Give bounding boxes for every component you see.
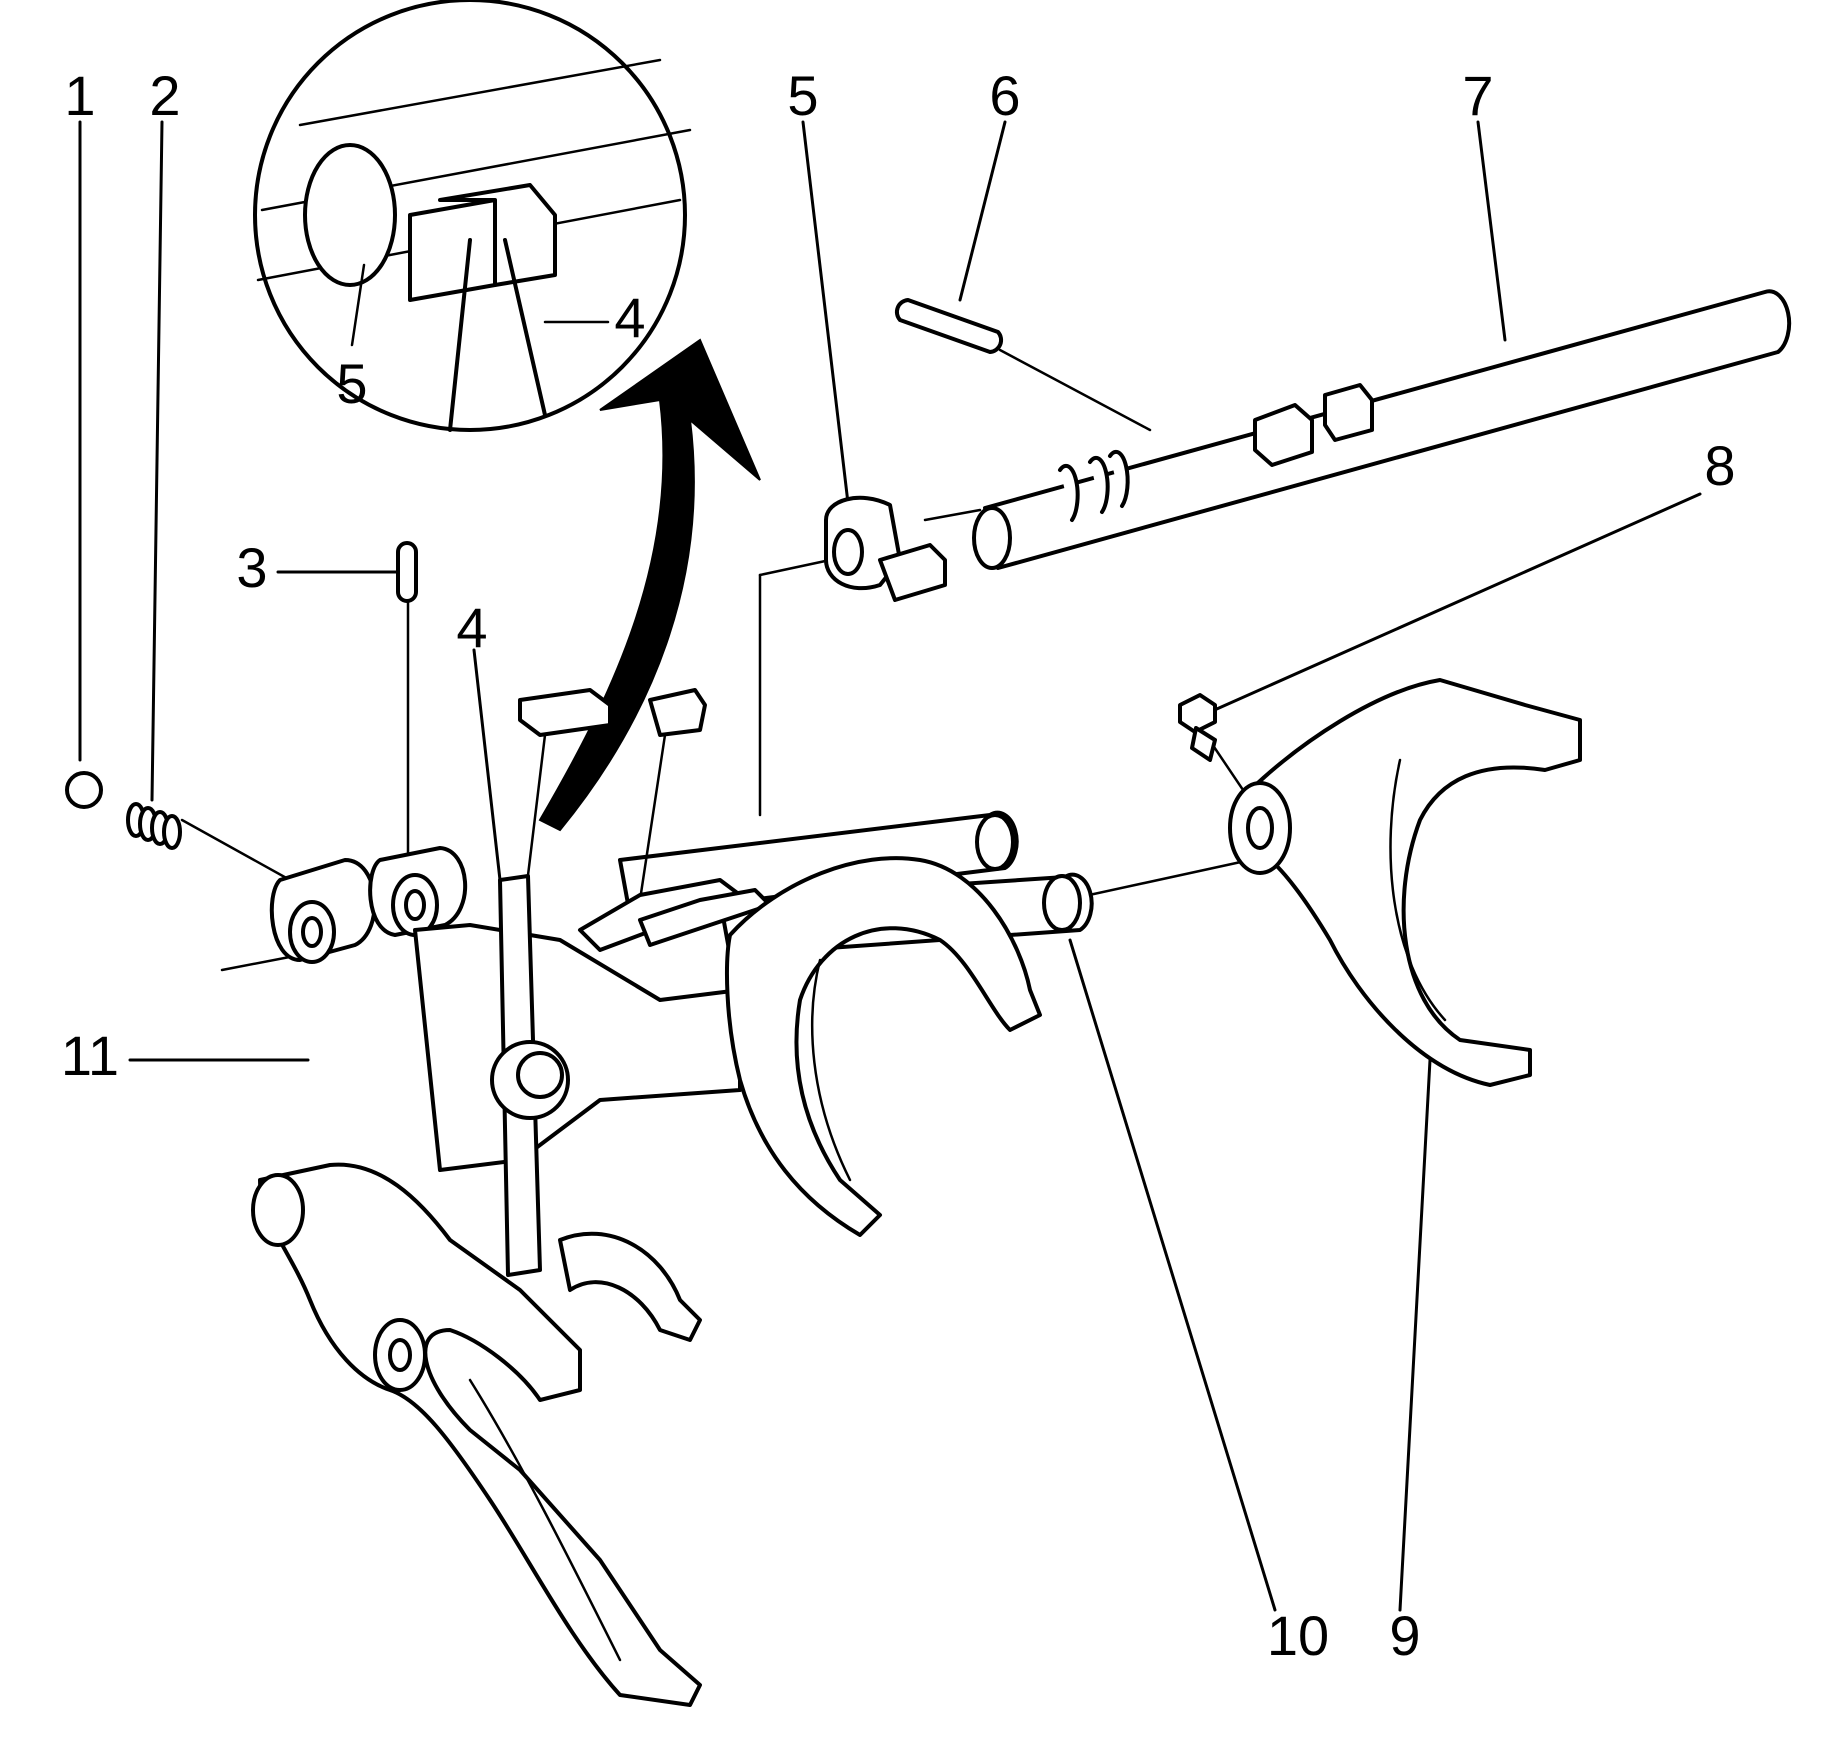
inset-callout-5: 5: [336, 352, 367, 415]
detail-inset: [253, 0, 692, 432]
part-7-shift-rail: [972, 289, 1792, 570]
part-8-bolt: [1178, 693, 1217, 762]
callout-9: 9: [1389, 1604, 1420, 1667]
callout-11: 11: [61, 1024, 119, 1087]
leader-lines: [78, 120, 1702, 1612]
callout-10: 10: [1267, 1604, 1329, 1667]
part-2-spring: [126, 802, 182, 850]
callout-labels: 1 2 3 4 5 6 7 8 9 10 11 4 5: [61, 64, 1736, 1667]
callout-8: 8: [1704, 434, 1735, 497]
part-6-roll-pin: [894, 298, 1004, 354]
selector-housing: [269, 688, 772, 1277]
part-1-ball: [65, 771, 103, 809]
callout-7: 7: [1462, 64, 1493, 127]
lower-shift-fork: [251, 1162, 702, 1707]
callout-1: 1: [64, 64, 95, 127]
inset-callout-4: 4: [614, 286, 645, 349]
middle-shift-fork: [725, 856, 1042, 1237]
part-9-shift-fork: [1228, 678, 1582, 1087]
callout-4: 4: [456, 596, 487, 659]
part-3-pin: [396, 541, 418, 603]
callout-2: 2: [149, 64, 180, 127]
direction-arrow: [538, 338, 761, 832]
callout-3: 3: [236, 536, 267, 599]
callout-6: 6: [989, 64, 1020, 127]
part-5-bushing: [824, 495, 947, 602]
callout-5: 5: [787, 64, 818, 127]
